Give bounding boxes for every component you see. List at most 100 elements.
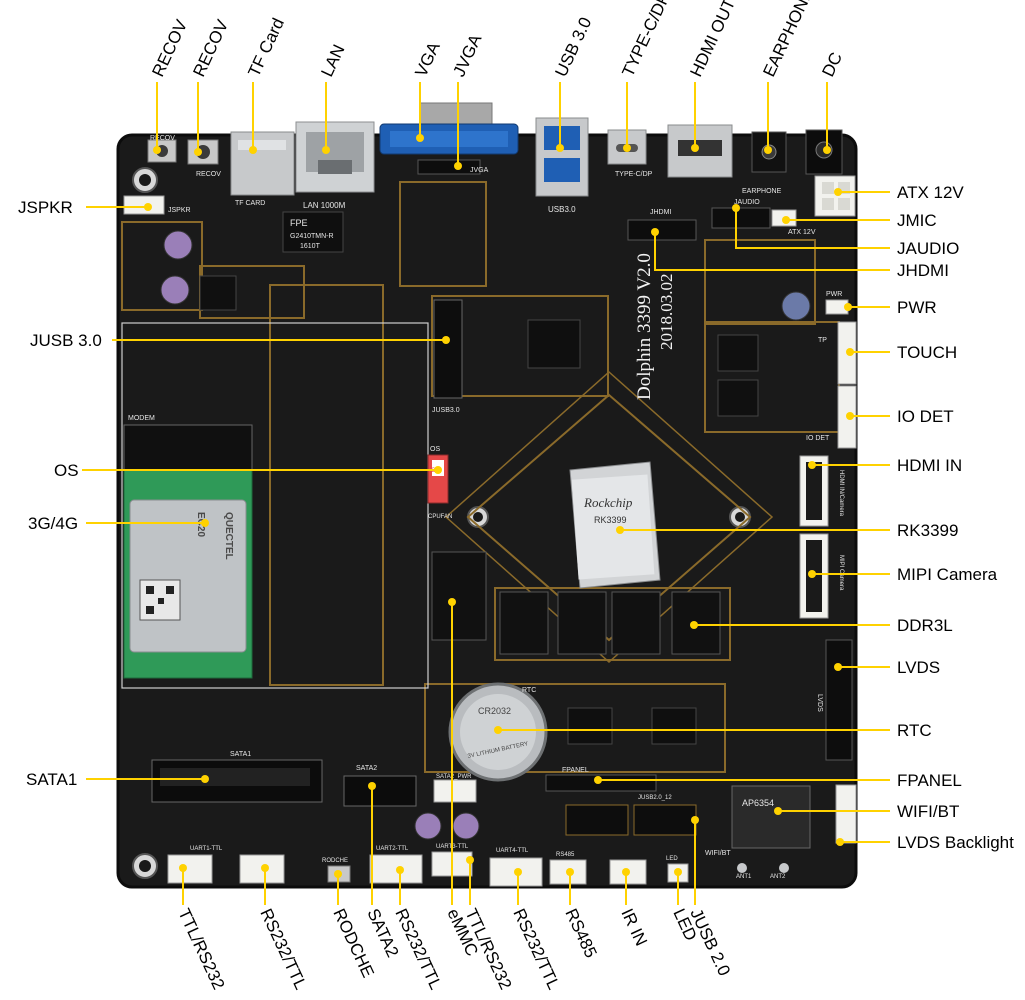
jhdmi-header (627, 219, 697, 241)
label-jmic: JMIC (897, 211, 937, 230)
label-touch: TOUCH (897, 343, 957, 362)
silk-cell-model: CR2032 (478, 706, 511, 716)
sata2-connector (343, 775, 417, 807)
silk-modem: MODEM (128, 415, 155, 422)
silk-sata2-pwr: SATA2_PWR (436, 774, 472, 780)
label-pwr: PWR (897, 298, 937, 317)
jusb3-header (433, 299, 463, 399)
label-ddr3l: DDR3L (897, 616, 953, 635)
capacitor (163, 230, 193, 260)
label-jaudio: JAUDIO (897, 239, 959, 258)
label-mipi-camera: MIPI Camera (897, 565, 998, 584)
jusb2-header-2 (633, 804, 697, 836)
silk-io-det: IO DET (806, 435, 830, 442)
label-rs232-ttl-1: RS232/TTL (256, 906, 310, 993)
silk-wifi-chip: AP6354 (742, 798, 774, 808)
right-labels: ATX 12V JMIC JAUDIO JHDMI PWR TOUCH IO D… (897, 183, 1014, 852)
silk-usb3: USB3.0 (548, 205, 576, 214)
center-components: JUSB3.0 OS ON CPUFAN Rockchip RK3399 RTC… (343, 299, 721, 840)
label-wifi-bt: WIFI/BT (897, 802, 959, 821)
label-jspkr: JSPKR (18, 198, 73, 217)
label-ir-in: IR IN (617, 906, 651, 949)
silk-chip-brand: FPE (290, 218, 308, 228)
inductor (717, 379, 759, 417)
silk-uart1: UART1-TTL (190, 846, 223, 852)
label-recov-1: RECOV (148, 16, 191, 79)
silk-jusb3: JUSB3.0 (432, 407, 460, 414)
silk-chip-model: G2410TMN-R (290, 233, 334, 240)
rs232-connector-1 (239, 854, 285, 884)
label-fpanel: FPANEL (897, 771, 962, 790)
silk-tf-card: TF CARD (235, 200, 265, 207)
silk-ant2: ANT2 (770, 874, 786, 880)
label-recov-2: RECOV (189, 16, 232, 79)
sata2-power-connector (433, 779, 477, 803)
silk-earphone: EARPHONE (742, 188, 782, 195)
label-hdmi-out: HDMI OUT (686, 0, 739, 80)
silk-ant1: ANT1 (736, 874, 752, 880)
rk3399-soc: Rockchip RK3399 (569, 461, 661, 589)
label-sata1: SATA1 (26, 770, 77, 789)
label-lvds-backlight: LVDS Backlight (897, 833, 1014, 852)
silk-rodche: RODCHE (322, 858, 348, 864)
silk-module-brand: QUECTEL (223, 512, 234, 560)
silk-lan: LAN 1000M (303, 201, 346, 210)
silk-wifi-bt: WIFI/BT (705, 850, 731, 857)
capacitor (160, 275, 190, 305)
callout-dots (144, 134, 854, 878)
ir-in-connector (609, 859, 647, 885)
jusb2-header-1 (565, 804, 629, 836)
silk-atx12v: ATX 12V (788, 229, 816, 236)
left-labels: JSPKR JUSB 3.0 OS 3G/4G SATA1 (18, 198, 102, 789)
silk-jvga: JVGA (470, 167, 489, 174)
ddr3l-chip (557, 591, 607, 655)
label-earphone: EARPHONE (759, 0, 817, 80)
silk-hdmi-in-camera: HDMI IN/Camera (838, 470, 844, 517)
label-vga: VGA (411, 39, 444, 80)
board-title: Dolphin 3399 V2.0 (634, 253, 655, 400)
ddr3l-chip (499, 591, 549, 655)
label-jusb-3-0: JUSB 3.0 (30, 331, 102, 350)
uart2-connector (369, 854, 423, 884)
jvga-header (417, 159, 481, 175)
label-io-det: IO DET (897, 407, 954, 426)
label-lvds: LVDS (897, 658, 940, 677)
label-atx-12v: ATX 12V (897, 183, 964, 202)
lvds-header (825, 639, 853, 761)
jspkr-connector (123, 195, 165, 215)
capacitor (452, 812, 480, 840)
silk-sata1: SATA1 (230, 751, 251, 758)
uart1-connector (167, 854, 213, 884)
mounting-hole (735, 512, 745, 522)
label-3g-4g: 3G/4G (28, 514, 78, 533)
label-rk3399: RK3399 (897, 521, 958, 540)
inductor (717, 334, 759, 372)
antenna-connector (737, 863, 747, 873)
wifi-bt-module (731, 785, 811, 849)
label-jhdmi: JHDMI (897, 261, 949, 280)
right-connectors: ATX 12V JAUDIO PWR TP IO DET HDMI IN/Cam… (705, 175, 857, 880)
silk-module-model: EC20 (195, 512, 206, 537)
silk-lvds: LVDS (816, 694, 823, 712)
silk-fpanel: FPANEL (562, 767, 589, 774)
silk-recov-2: RECOV (196, 171, 221, 178)
silk-rs485: RS485 (556, 852, 575, 858)
silk-led: LED (666, 856, 678, 862)
label-lan: LAN (317, 42, 348, 80)
silk-typec: TYPE-C/DP (615, 171, 653, 178)
label-os: OS (54, 461, 79, 480)
label-hdmi-in: HDMI IN (897, 456, 962, 475)
antenna-connector (779, 863, 789, 873)
ic-chip (567, 707, 613, 745)
lvds-backlight-connector (835, 784, 857, 844)
ddr3l-chip (611, 591, 661, 655)
label-dc: DC (818, 49, 846, 79)
usb-hub-chip (527, 319, 581, 369)
silk-chip-code: 1610T (300, 243, 321, 250)
mounting-hole (139, 174, 151, 186)
inductor (199, 275, 237, 311)
silk-pwr: PWR (826, 291, 842, 298)
board-date: 2018.03.02 (657, 274, 676, 351)
silk-jhdmi: JHDMI (650, 209, 671, 216)
